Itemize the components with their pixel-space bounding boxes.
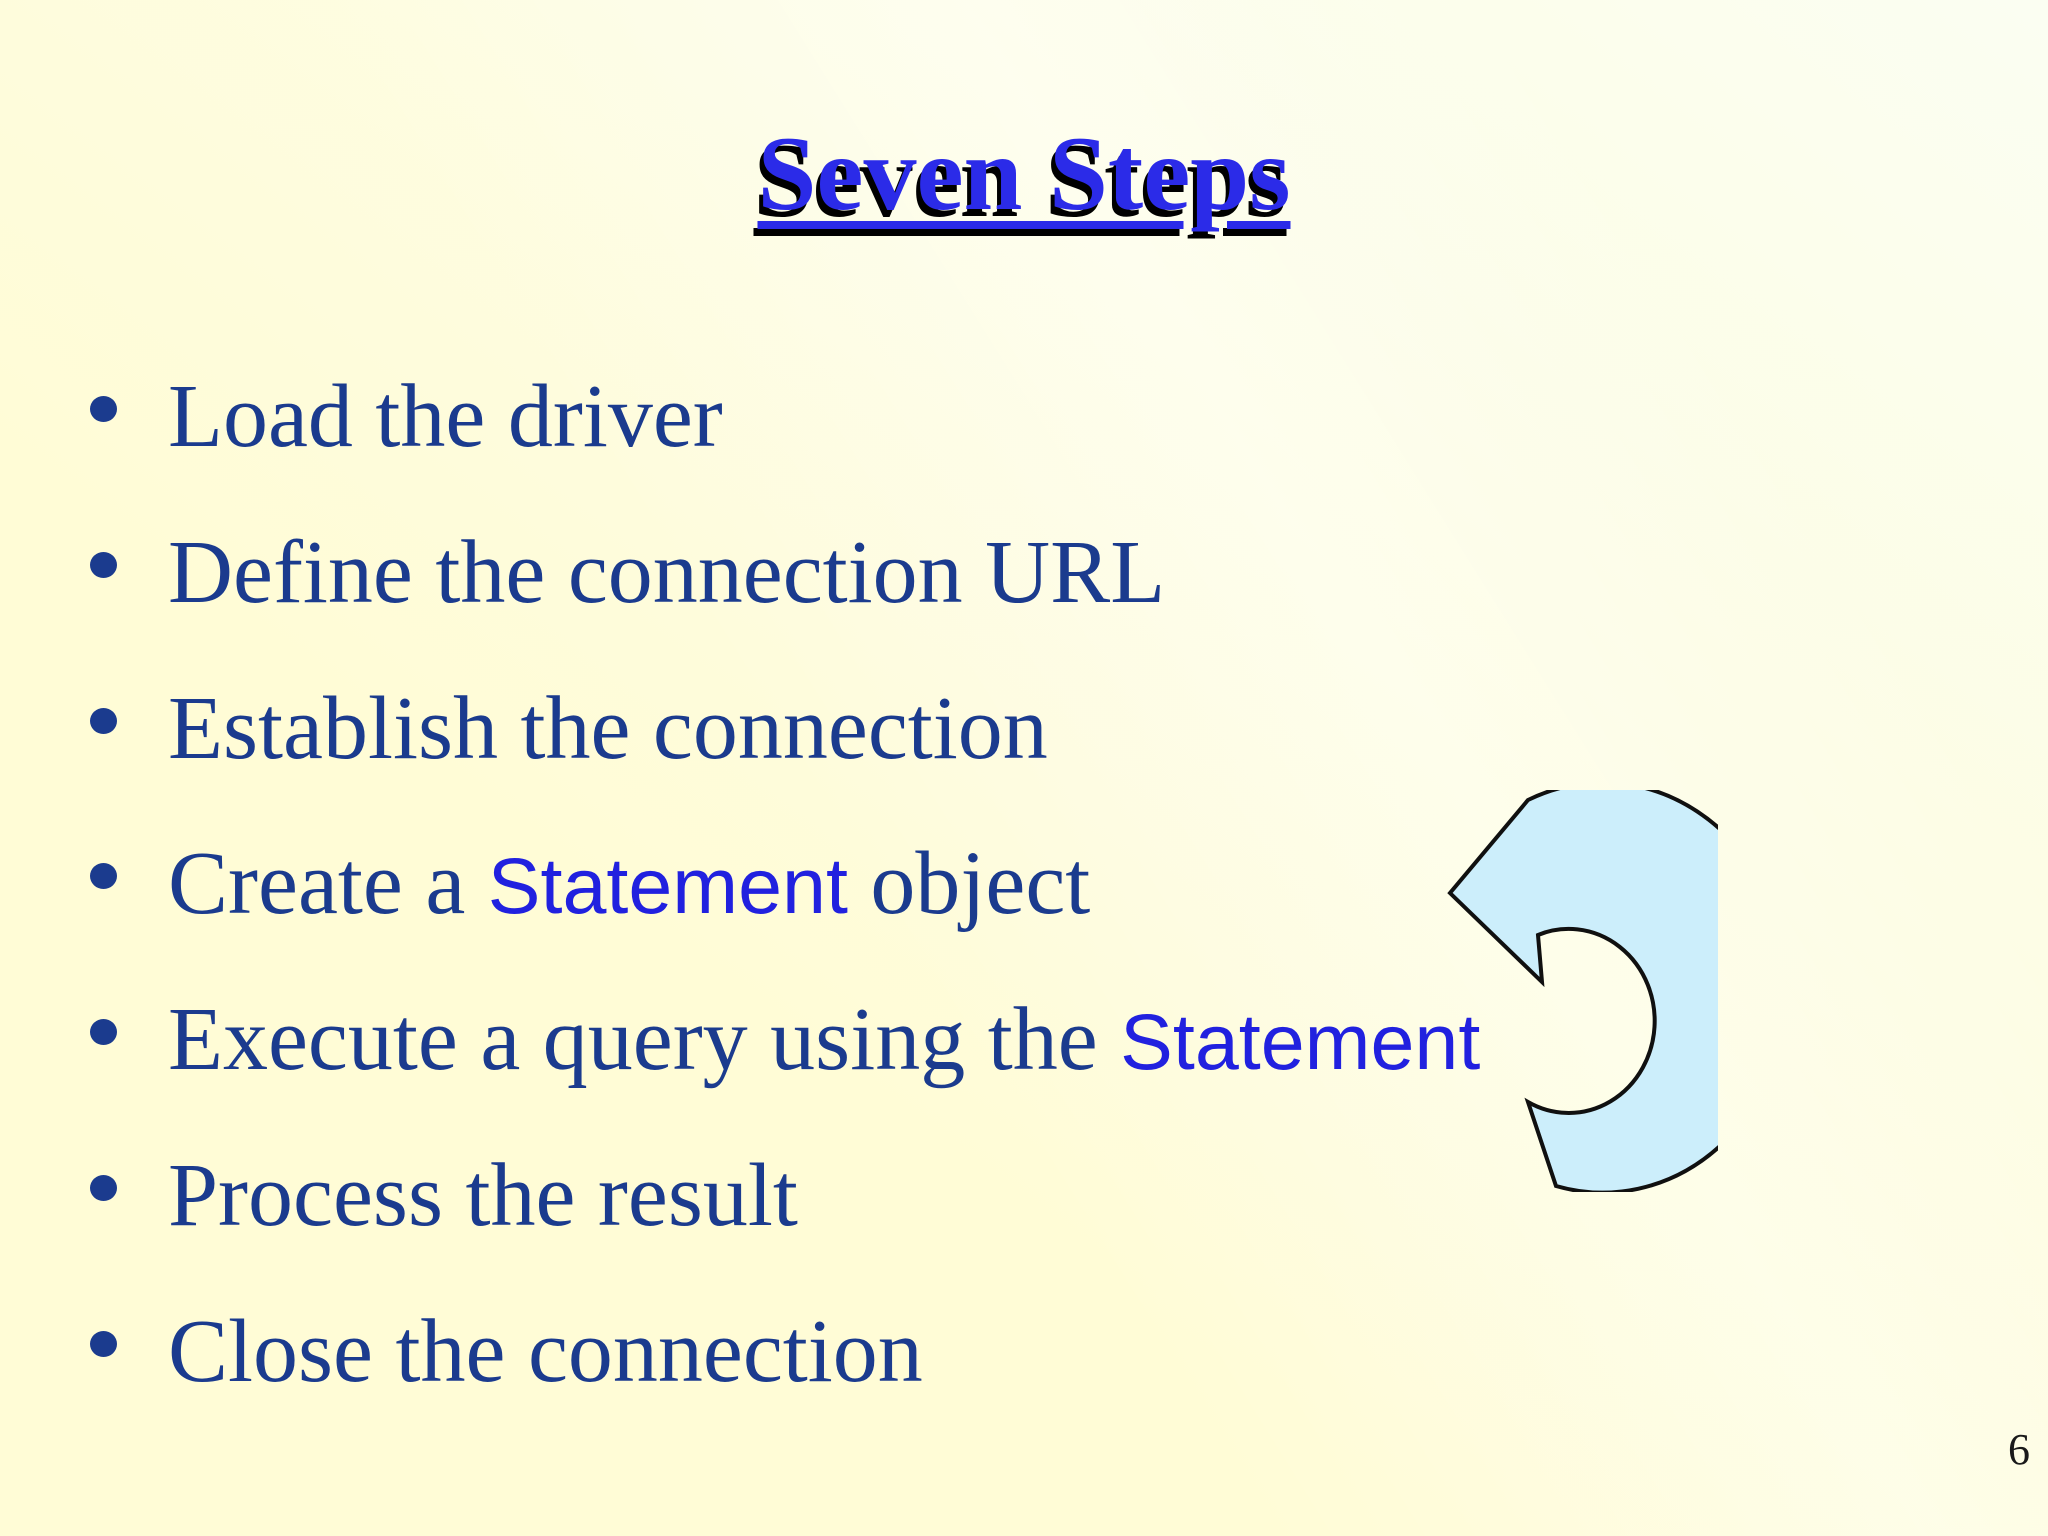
bullet-dot-icon	[90, 1019, 117, 1045]
page-number: 6	[2008, 1425, 2030, 1474]
bullet-text-segment: Execute a query using the	[168, 990, 1121, 1089]
bullet-dot-icon	[90, 863, 117, 889]
bullet-item: Create a Statement object	[90, 839, 1090, 929]
bullet-dot-icon	[90, 1331, 117, 1357]
bullet-text-segment: object	[847, 834, 1091, 933]
bullet-dot-icon	[90, 396, 117, 422]
bullet-text-segment: Close the connection	[168, 1302, 923, 1401]
bullet-dot-icon	[90, 1175, 117, 1201]
bullet-item: Establish the connection	[90, 684, 1048, 774]
bullet-code-segment: Statement	[1120, 997, 1481, 1086]
curved-rotate-counterclockwise-arrow-icon	[1447, 790, 1718, 1192]
slide-title-text: Seven Steps	[757, 115, 1291, 232]
bullet-dot-icon	[90, 552, 117, 578]
bullet-text-segment: Load the driver	[168, 367, 723, 466]
bullet-text-segment: Define the connection URL	[168, 523, 1166, 622]
bullet-text-segment: Establish the connection	[168, 679, 1048, 778]
bullet-item: Execute a query using the Statement	[90, 995, 1480, 1085]
bullet-item: Close the connection	[90, 1307, 923, 1397]
slide-title: Seven Steps	[0, 115, 2048, 233]
bullet-text-segment: Create a	[168, 834, 488, 933]
bullet-item: Define the connection URL	[90, 528, 1165, 618]
bullet-dot-icon	[90, 708, 117, 734]
bullet-item: Load the driver	[90, 372, 723, 462]
bullet-item: Process the result	[90, 1151, 798, 1241]
bullet-text-segment: Process the result	[168, 1146, 798, 1245]
bullet-code-segment: Statement	[487, 841, 848, 930]
